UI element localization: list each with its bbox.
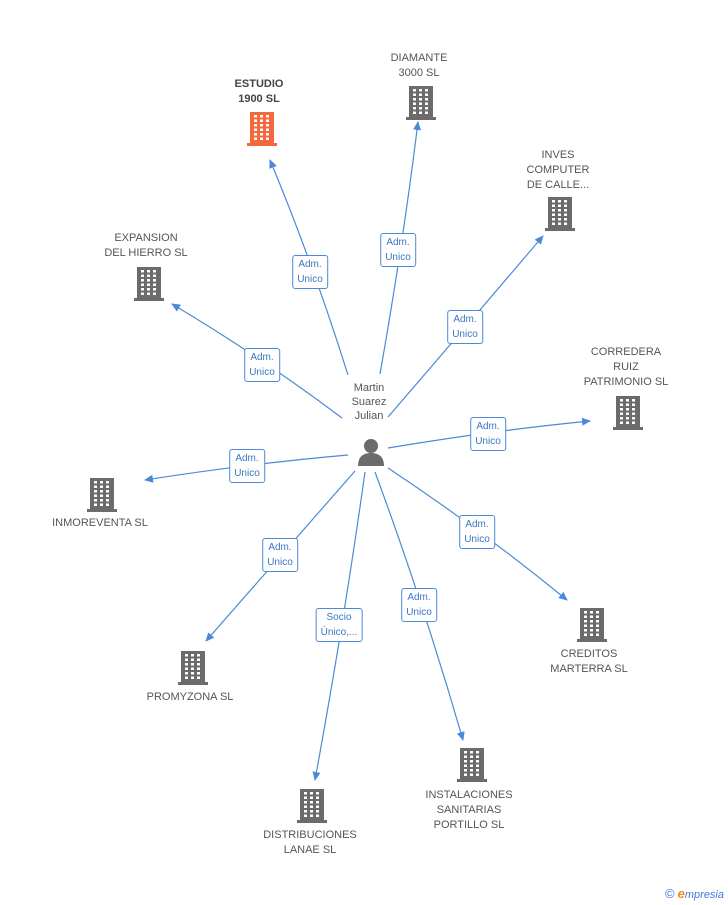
edge-label-distribuciones[interactable]: Socio Único,... [315, 608, 363, 642]
company-label-promyzona[interactable]: PROMYZONA SL [146, 691, 234, 703]
company-label-inmoreventa[interactable]: INMOREVENTA SL [52, 517, 148, 529]
building-icon[interactable] [406, 86, 436, 125]
edge-label-estudio[interactable]: Adm. Unico [292, 255, 328, 289]
edge-label-creditos[interactable]: Adm. Unico [459, 515, 495, 549]
company-label-distribuciones[interactable]: DISTRIBUCIONES LANAE SL [263, 829, 357, 856]
building-icon[interactable] [297, 789, 327, 828]
company-label-expansion[interactable]: EXPANSION DEL HIERRO SL [104, 232, 188, 259]
building-icon[interactable] [87, 478, 117, 517]
building-icon[interactable] [577, 608, 607, 647]
building-icon[interactable] [457, 748, 487, 787]
center-person-label[interactable]: Martin Suarez Julian [351, 382, 387, 422]
building-icon[interactable] [178, 651, 208, 690]
building-icon[interactable] [134, 267, 164, 306]
company-label-corredera[interactable]: CORREDERA RUIZ PATRIMONIO SL [583, 346, 669, 388]
edge-label-inmoreventa[interactable]: Adm. Unico [229, 449, 265, 483]
building-icon[interactable] [545, 197, 575, 236]
edge-label-expansion[interactable]: Adm. Unico [244, 348, 280, 382]
edge-label-instalaciones[interactable]: Adm. Unico [401, 588, 437, 622]
building-icon[interactable] [613, 396, 643, 435]
edge-label-diamante[interactable]: Adm. Unico [380, 233, 416, 267]
company-label-inves[interactable]: INVES COMPUTER DE CALLE... [526, 149, 590, 191]
edge-label-promyzona[interactable]: Adm. Unico [262, 538, 298, 572]
company-label-creditos[interactable]: CREDITOS MARTERRA SL [550, 648, 628, 675]
brand-logo: © empresia [664, 886, 724, 901]
company-label-instalaciones[interactable]: INSTALACIONES SANITARIAS PORTILLO SL [425, 789, 513, 831]
edge-label-inves[interactable]: Adm. Unico [447, 310, 483, 344]
company-label-estudio[interactable]: ESTUDIO 1900 SL [234, 78, 284, 105]
person-icon[interactable] [356, 437, 386, 472]
building-icon[interactable] [247, 112, 277, 151]
edge-label-corredera[interactable]: Adm. Unico [470, 417, 506, 451]
company-label-diamante[interactable]: DIAMANTE 3000 SL [390, 52, 448, 79]
